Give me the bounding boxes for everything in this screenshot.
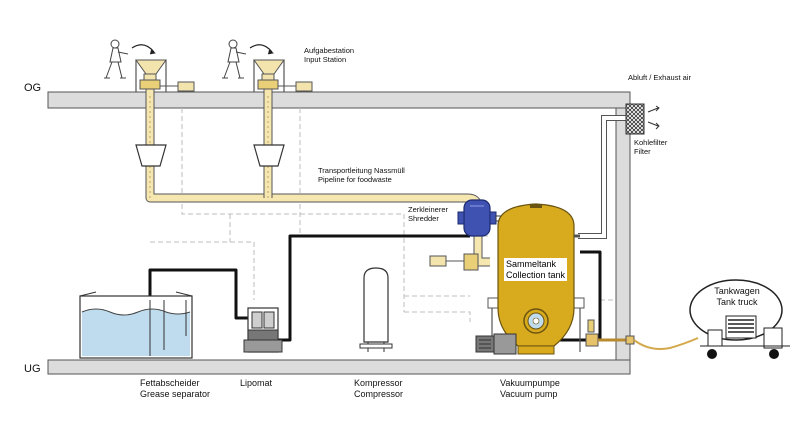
tank-label: Sammeltank Collection tank [504, 258, 568, 281]
vacuum-pump-label: Vakuumpumpe Vacuum pump [500, 378, 560, 400]
truck-label-en: Tank truck [716, 297, 758, 307]
input-station-1 [104, 39, 195, 167]
vacuum-pump-label-en: Vacuum pump [500, 389, 558, 399]
input-station-label-en: Input Station [304, 55, 347, 64]
carbon-filter [625, 103, 660, 135]
truck-label: Tankwagen Tank truck [712, 286, 762, 308]
lipomat-label: Lipomat [240, 378, 273, 388]
building-structure [47, 91, 631, 375]
upper-floor-label: OG [24, 82, 42, 94]
input-station-label: Aufgabestation Input Station [304, 46, 354, 64]
rotate-arrow-icon [131, 44, 155, 53]
compressor-label-en: Compressor [354, 389, 404, 399]
shredder [457, 199, 503, 237]
pipeline-label-de: Transportleitung Nassmüll [318, 166, 405, 175]
pipeline-label: Transportleitung Nassmüll Pipeline for f… [318, 166, 405, 184]
person-icon [104, 39, 129, 79]
exhaust-pipe [578, 115, 626, 239]
lower-floor-label: UG [24, 363, 41, 375]
grease-separator [79, 291, 193, 359]
compressor [359, 267, 393, 352]
lipomat [243, 307, 283, 353]
truck-label-de: Tankwagen [714, 286, 760, 296]
building-wall [615, 107, 631, 361]
tank-label-en: Collection tank [506, 269, 566, 280]
grease-label: Fettabscheider Grease separator [140, 378, 210, 400]
rotate-arrow-icon [249, 44, 273, 53]
filter-label-de: Kohlefilter [634, 138, 668, 147]
shredder-label-en: Shredder [408, 214, 439, 223]
vacuum-pump [475, 333, 517, 355]
grease-label-de: Fettabscheider [140, 378, 200, 388]
vacuum-pump-label-de: Vakuumpumpe [500, 378, 560, 388]
upper-floor-slab [47, 91, 631, 109]
exhaust-label: Abluft / Exhaust air [628, 73, 691, 82]
shredder-label: Zerkleinerer Shredder [408, 205, 448, 223]
input-station-label-de: Aufgabestation [304, 46, 355, 55]
lower-floor-slab [47, 359, 631, 375]
shredder-label-de: Zerkleinerer [408, 205, 449, 214]
inlet-valve [429, 253, 479, 271]
person-icon [222, 39, 247, 79]
pipeline-label-en: Pipeline for foodwaste [318, 175, 392, 184]
input-station-2 [222, 39, 313, 167]
compressor-label: Kompressor Compressor [354, 378, 403, 400]
tank-truck [689, 279, 790, 359]
filter-label: Kohlefilter Filter [634, 138, 667, 156]
filter-label-en: Filter [634, 147, 651, 156]
tank-label-de: Sammeltank [506, 259, 557, 269]
compressor-label-de: Kompressor [354, 378, 403, 388]
discharge-line [585, 319, 699, 350]
grease-label-en: Grease separator [140, 389, 211, 399]
